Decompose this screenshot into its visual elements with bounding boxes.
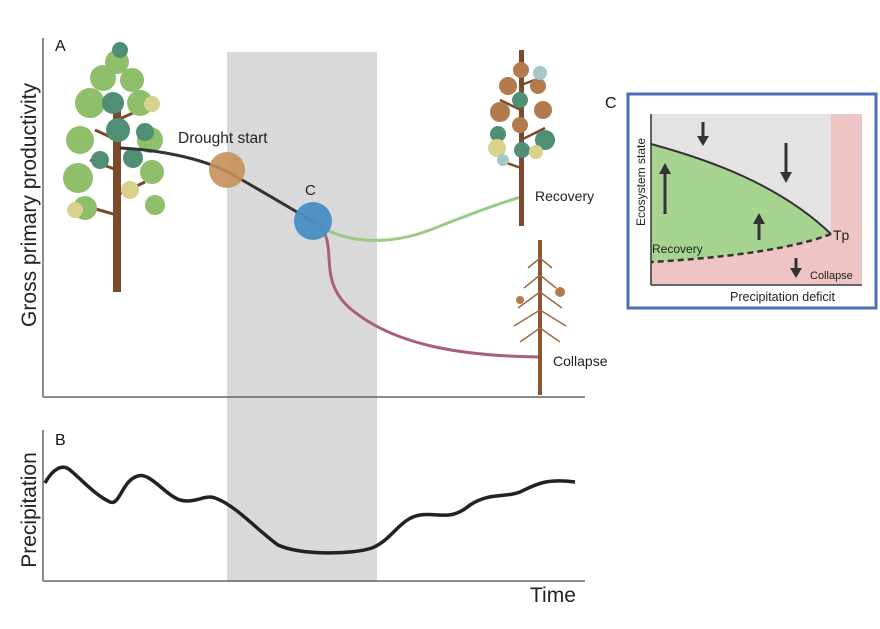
panel-c-x-axis-label: Precipitation deficit [730, 290, 835, 304]
panel-c-label: C [605, 95, 617, 112]
panel-c-recovery-label: Recovery [652, 242, 703, 256]
unstable-branch-curve [650, 232, 832, 264]
collapse-trajectory [316, 222, 541, 359]
critical-point-label: C [305, 182, 316, 199]
recovery-trajectory [313, 195, 522, 242]
time-axis-label: Time [530, 584, 576, 607]
down-arrow-icon [790, 258, 802, 278]
healthy-tree-icon [63, 42, 165, 292]
panel-c-y-axis-label: Ecosystem state [634, 138, 648, 226]
up-arrow-icon [753, 213, 765, 240]
collapse-region-bottom [651, 234, 831, 284]
panel-a: A Gross primary productivity [18, 38, 608, 582]
recovered-tree-icon [488, 50, 555, 226]
panel-c: C [605, 92, 878, 310]
panel-b-y-axis-label: Precipitation [18, 452, 41, 568]
critical-point-marker [294, 202, 332, 240]
panel-a-label: A [55, 38, 66, 55]
panel-c-collapse-label: Collapse [810, 270, 853, 282]
stable-region [651, 144, 831, 262]
drought-start-label: Drought start [178, 130, 268, 147]
down-arrow-icon [780, 143, 792, 183]
precipitation-curve [43, 465, 576, 555]
collapse-region-right [831, 114, 862, 284]
panel-b-label: B [55, 432, 66, 449]
tipping-point-label: Tp [833, 227, 850, 243]
down-arrow-icon [697, 122, 709, 146]
panel-b: B Precipitation Time [18, 430, 585, 607]
stable-branch-curve [650, 143, 832, 235]
collapse-label: Collapse [553, 353, 608, 369]
up-arrow-icon [659, 163, 671, 214]
drought-period-band [227, 52, 377, 582]
recovery-label: Recovery [535, 188, 594, 204]
dead-tree-icon [513, 240, 567, 395]
drought-start-marker [209, 152, 245, 188]
panel-a-y-axis-label: Gross primary productivity [18, 83, 41, 327]
state-arrows [659, 122, 802, 278]
